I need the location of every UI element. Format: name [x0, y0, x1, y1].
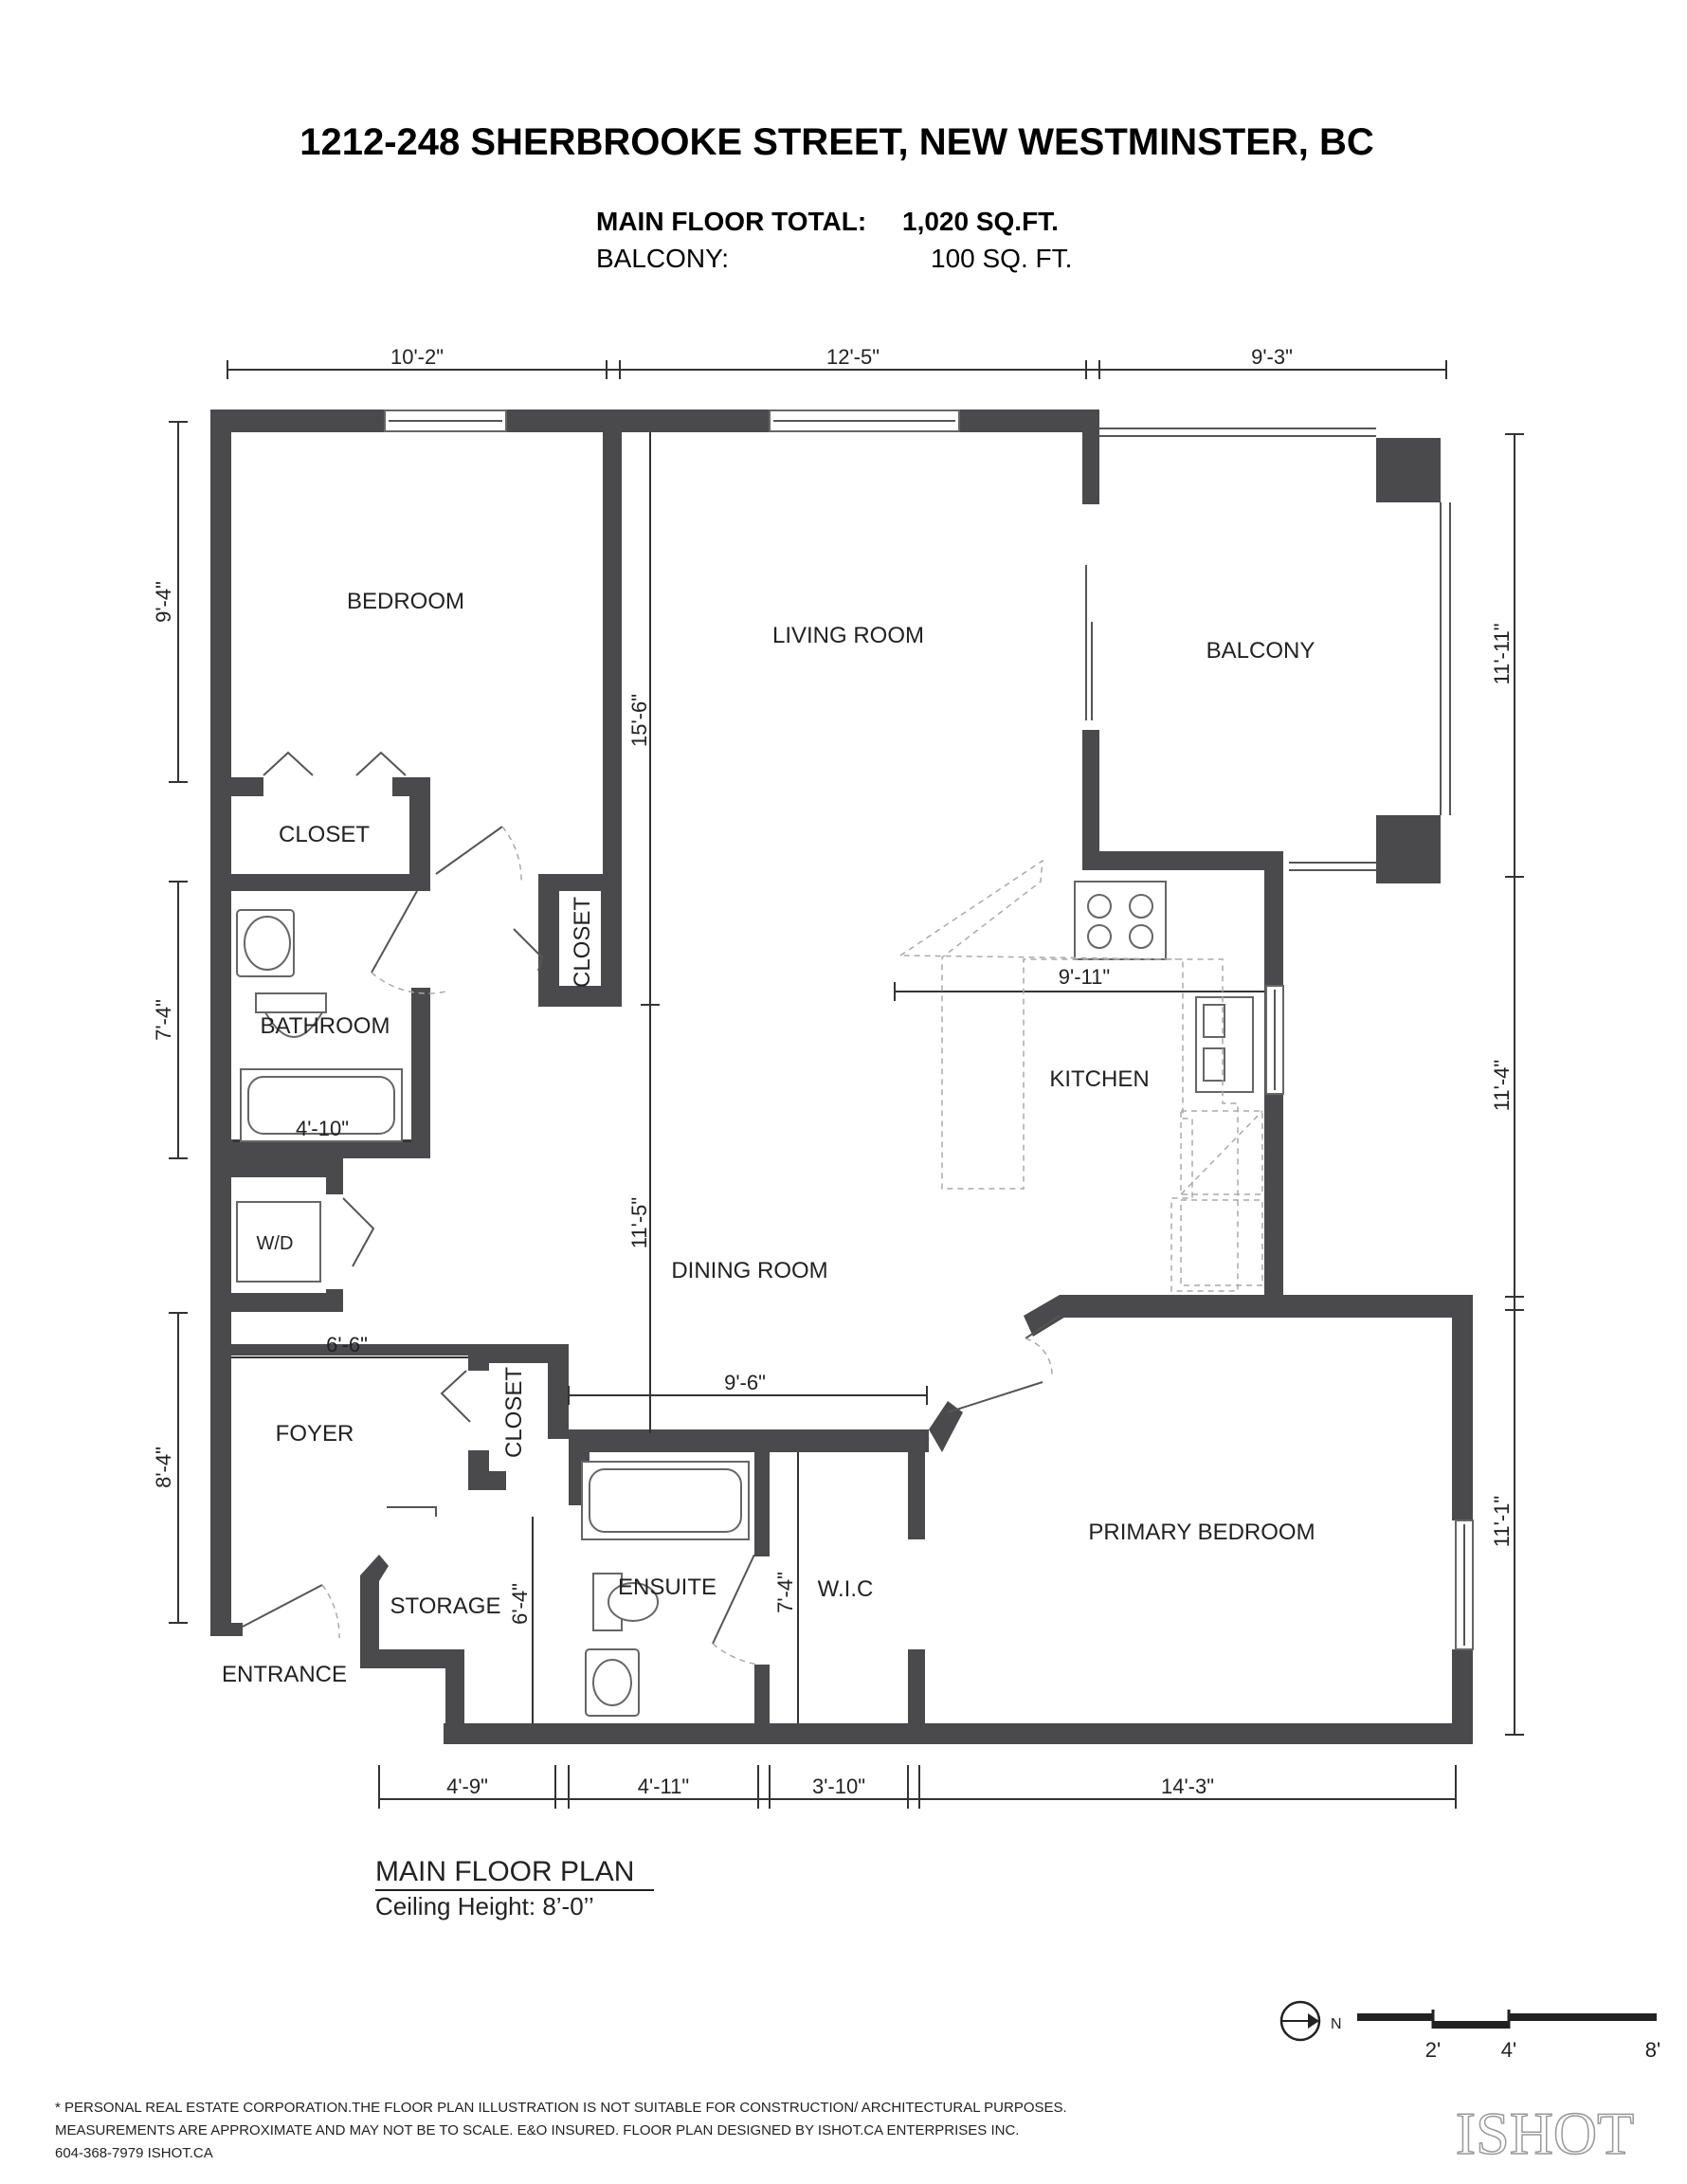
- balcony-railing: [1085, 428, 1451, 871]
- dim-bottom-1: 4'-9": [446, 1774, 488, 1798]
- label-living-room: LIVING ROOM: [772, 623, 924, 648]
- bottom-dimension-line: [378, 1765, 1457, 1809]
- label-entrance: ENTRANCE: [222, 1662, 347, 1687]
- label-storage: STORAGE: [390, 1593, 501, 1619]
- plan-caption-title: MAIN FLOOR PLAN: [375, 1856, 634, 1887]
- dim-foyer-width: 6'-6": [326, 1333, 368, 1356]
- fixtures: [236, 859, 1263, 1717]
- dim-left-mid: 7'-4": [152, 999, 175, 1041]
- scale-mark-8: 8': [1645, 2038, 1660, 2062]
- scale-mark-2: 2': [1425, 2038, 1441, 2062]
- label-bedroom: BEDROOM: [347, 589, 464, 614]
- dim-bottom-3: 3'-10": [812, 1774, 865, 1798]
- label-closet-hall: CLOSET: [570, 897, 595, 988]
- scale-mark-4: 4': [1501, 2038, 1516, 2062]
- ishot-logo: ISHOT: [1456, 2100, 1634, 2167]
- dim-left-bot: 8'-4": [152, 1447, 175, 1488]
- left-dimension-line: [169, 421, 188, 1624]
- label-closet-bedroom: CLOSET: [279, 822, 370, 847]
- label-kitchen: KITCHEN: [1049, 1066, 1149, 1092]
- dim-kitchen-width: 9'-11": [1059, 965, 1110, 989]
- label-wd: W/D: [257, 1233, 294, 1254]
- address-title: 1212-248 SHERBROOKE STREET, NEW WESTMINS…: [299, 121, 1374, 163]
- main-floor-label: MAIN FLOOR TOTAL:: [596, 207, 866, 236]
- dim-top-mid: 12'-5": [826, 345, 880, 369]
- dim-dining-vert: 11'-5": [627, 1197, 651, 1248]
- right-dimension-line: [1505, 433, 1524, 1736]
- dim-storage-vert: 6'-4": [508, 1583, 532, 1625]
- dim-living-vert: 15'-6": [627, 694, 651, 747]
- dim-bottom-4: 14'-3": [1161, 1774, 1214, 1798]
- footer-contact: 604-368-7979 ISHOT.CA: [55, 2145, 213, 2161]
- top-dimension-line: [227, 360, 1447, 379]
- doors: [242, 751, 1061, 1665]
- label-ensuite: ENSUITE: [618, 1574, 717, 1600]
- label-wic: W.I.C: [818, 1576, 874, 1602]
- plan-caption-ceiling: Ceiling Height: 8’-0’’: [375, 1892, 594, 1920]
- dim-top-right: 9'-3": [1251, 345, 1293, 369]
- dim-bottom-2: 4'-11": [638, 1774, 689, 1798]
- dim-wic-vert: 7'-4": [773, 1572, 797, 1613]
- dim-right-bot: 11'-1": [1490, 1496, 1514, 1547]
- dim-top-left: 10'-2": [390, 345, 444, 369]
- label-foyer: FOYER: [276, 1421, 354, 1447]
- label-bathroom: BATHROOM: [261, 1013, 390, 1039]
- dim-right-top: 11'-11": [1490, 623, 1514, 684]
- balcony-area-value: 100 SQ. FT.: [931, 244, 1072, 273]
- label-balcony: BALCONY: [1206, 638, 1315, 664]
- footer-disclaimer-line2: MEASUREMENTS ARE APPROXIMATE AND MAY NOT…: [55, 2122, 1019, 2138]
- north-label: N: [1331, 2016, 1342, 2032]
- dim-left-top: 9'-4": [152, 581, 175, 623]
- label-dining-room: DINING ROOM: [671, 1258, 827, 1283]
- footer-disclaimer-line1: * PERSONAL REAL ESTATE CORPORATION.THE F…: [55, 2100, 1067, 2116]
- dim-dining-width: 9'-6": [724, 1371, 766, 1394]
- dim-bath-width: 4'-10": [296, 1117, 349, 1140]
- walls: [210, 410, 1473, 1744]
- label-closet-foyer: CLOSET: [501, 1367, 527, 1458]
- scale-bar: [1357, 2010, 1657, 2029]
- balcony-area-label: BALCONY:: [596, 244, 729, 273]
- label-primary-bedroom: PRIMARY BEDROOM: [1088, 1520, 1315, 1545]
- north-arrow-icon: [1279, 2000, 1321, 2042]
- dim-right-mid: 11'-4": [1490, 1060, 1514, 1111]
- windows: [384, 410, 1474, 1650]
- main-floor-value: 1,020 SQ.FT.: [902, 207, 1059, 236]
